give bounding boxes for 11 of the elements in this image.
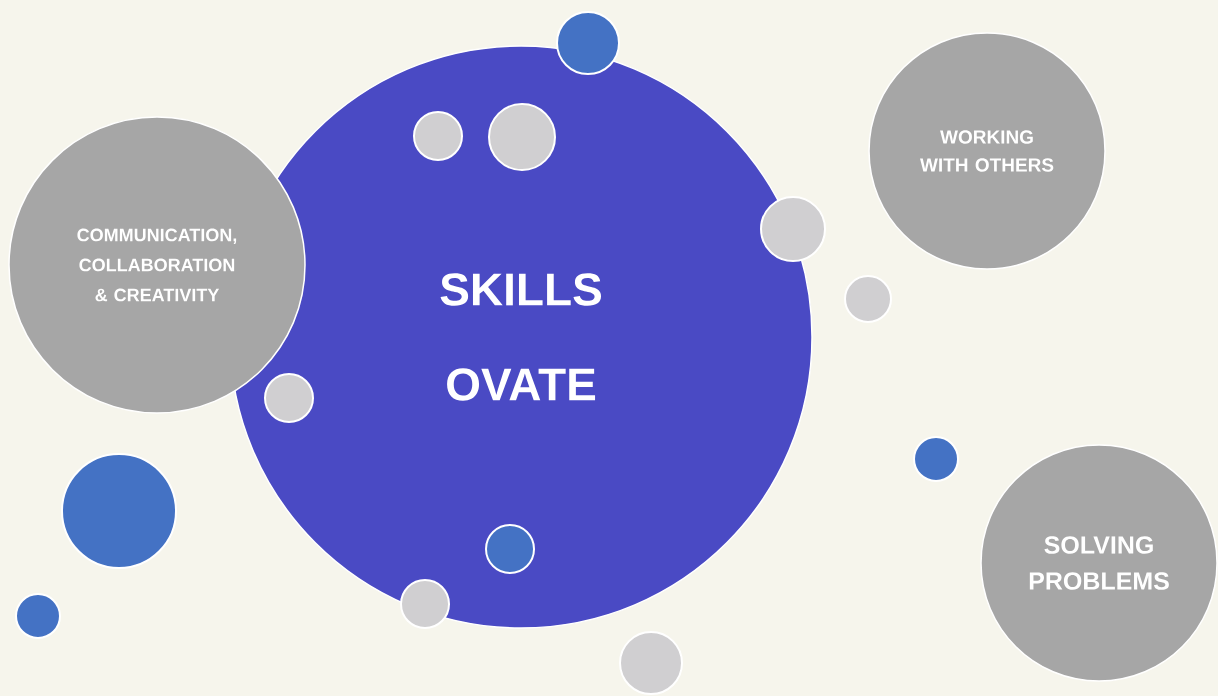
bubble (556, 11, 620, 75)
bubble (844, 275, 892, 323)
bubble (413, 111, 463, 161)
bubble (488, 103, 556, 171)
bubble (485, 524, 535, 574)
bubble (760, 196, 826, 262)
bubble (61, 453, 177, 569)
bubble (619, 631, 683, 695)
bubble (913, 436, 959, 482)
bubble (15, 593, 61, 639)
bubble (264, 373, 314, 423)
